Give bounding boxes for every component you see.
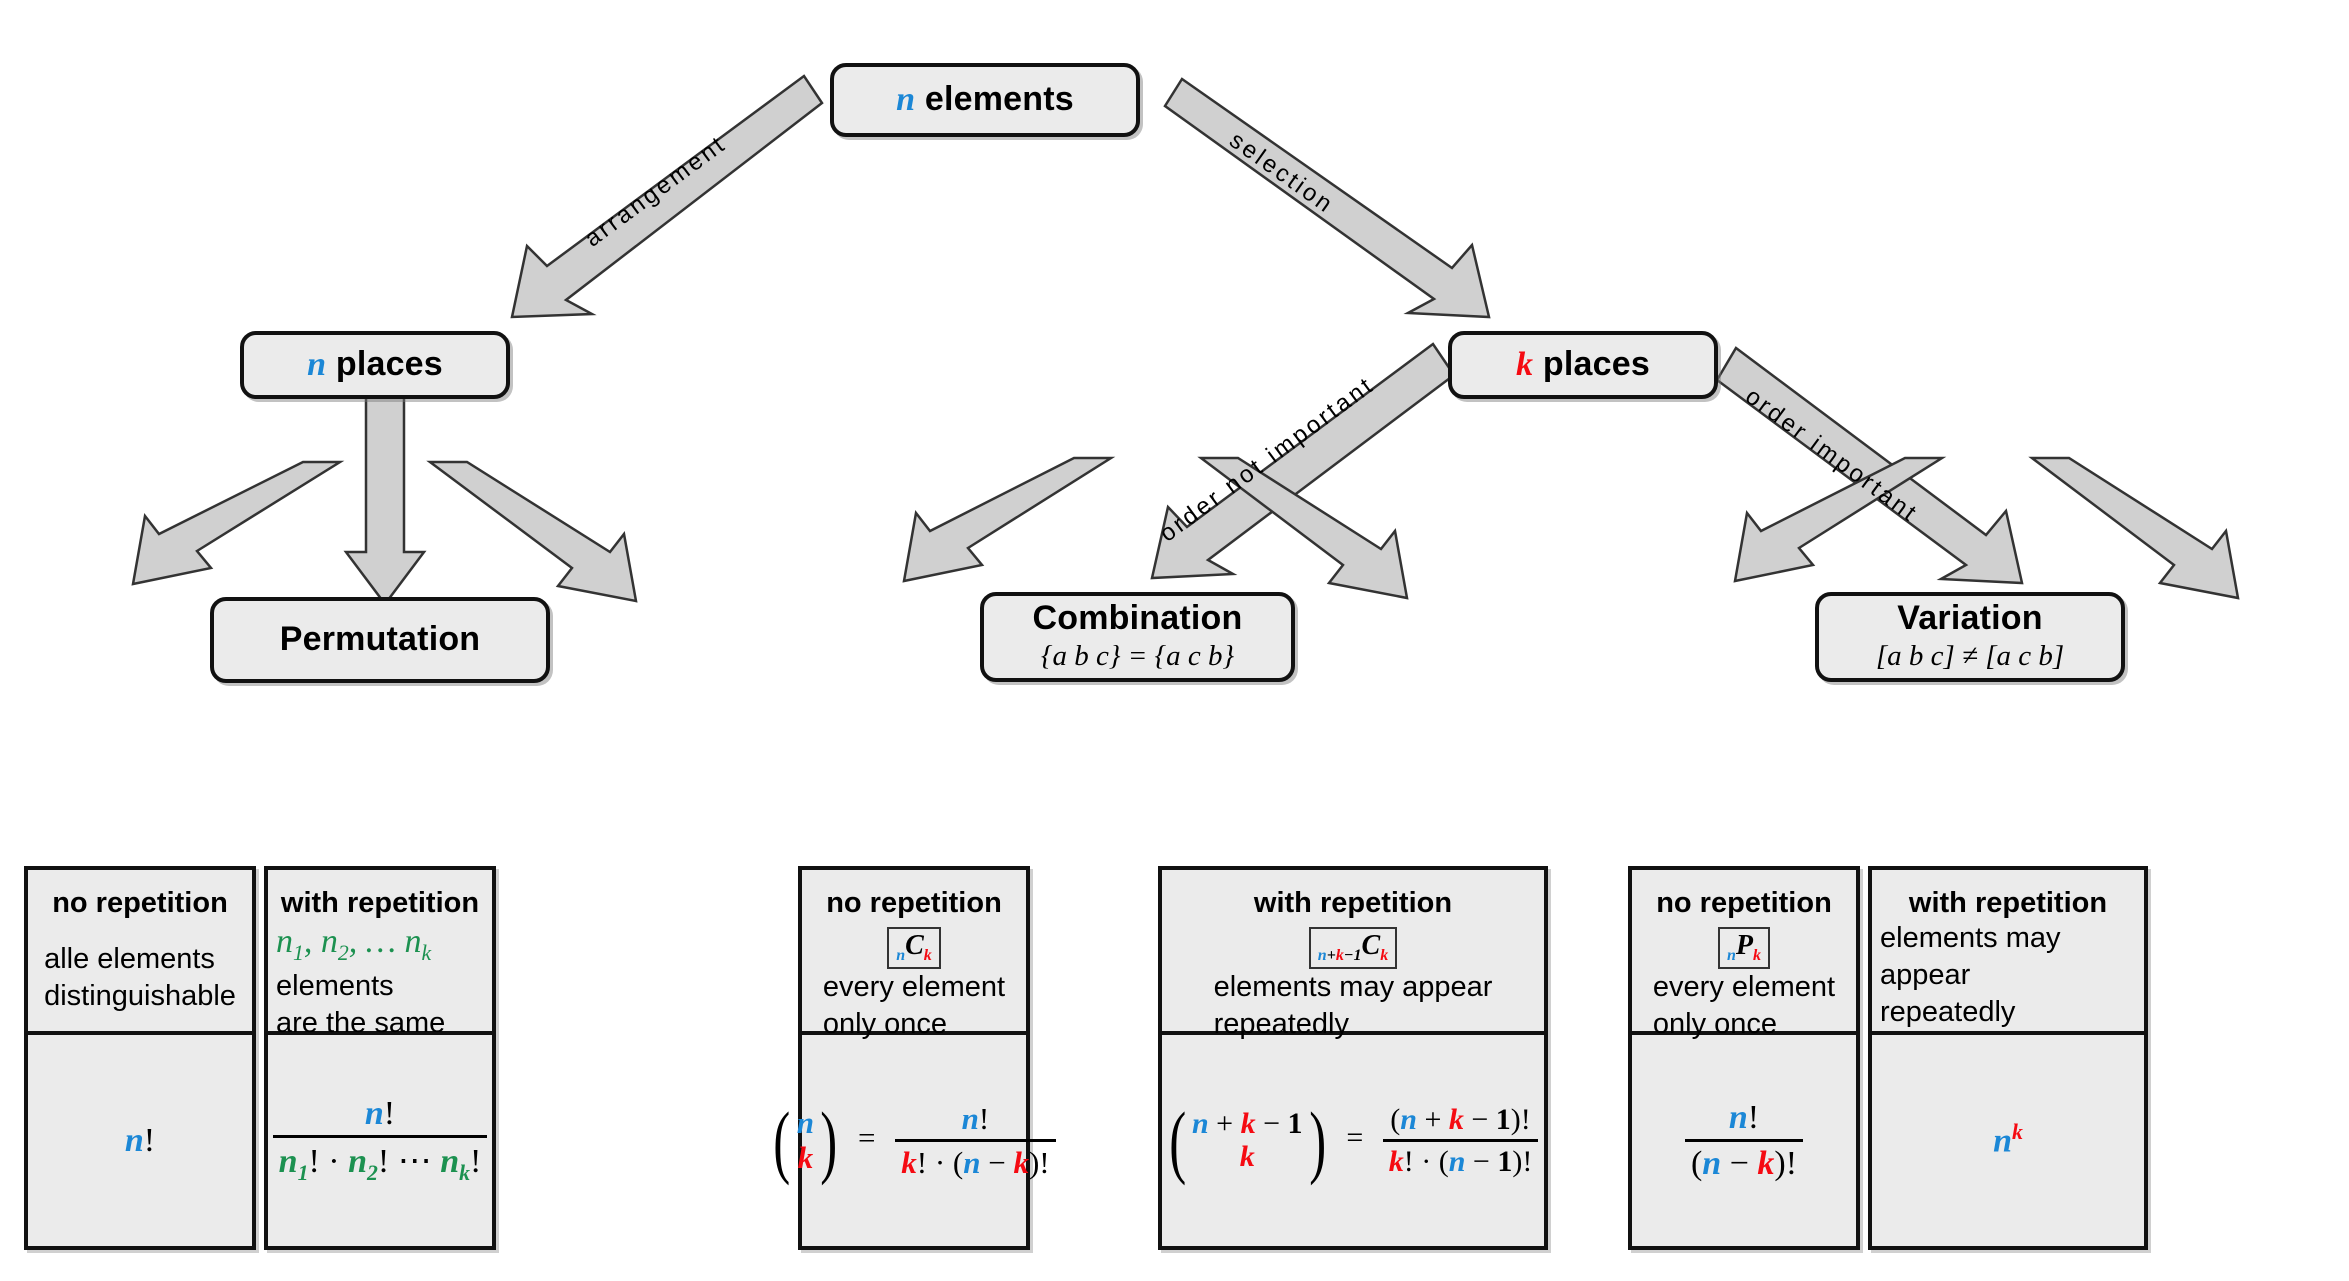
node-combination[interactable]: Combination {a b c} = {a c b} xyxy=(980,592,1295,682)
node-k-places-label: k places xyxy=(1516,345,1650,384)
symbol-nPk: nPk xyxy=(1717,926,1770,970)
leaf-formula-cell: n! xyxy=(28,1035,252,1246)
leaf-description: every element only once xyxy=(815,969,1013,1043)
leaf-description-line1: elements may appear xyxy=(1880,921,2061,991)
leaf-heading: with repetition xyxy=(1908,887,2108,919)
node-permutation[interactable]: Permutation xyxy=(210,597,550,683)
node-combination-example: {a b c} = {a c b} xyxy=(1040,639,1235,672)
node-n-elements[interactable]: n elements xyxy=(830,63,1140,137)
leaf-combination-with-repetition[interactable]: with repetition n+k−1Ck elements may app… xyxy=(1158,866,1548,1250)
leaf-permutation-no-repetition[interactable]: no repetition alle elements distinguisha… xyxy=(24,866,256,1250)
leaf-description: elements may appear repeatedly xyxy=(1206,969,1501,1043)
edge-label-selection: selection xyxy=(1224,126,1340,220)
leaf-heading: no repetition xyxy=(826,887,1002,919)
leaf-description-cell: with repetition n+k−1Ck elements may app… xyxy=(1162,870,1544,1040)
symbol-nCk: nCk xyxy=(887,926,941,970)
symbol-n-plus-k-minus-1-C-k: n+k−1Ck xyxy=(1308,926,1398,970)
node-k-places[interactable]: k places xyxy=(1448,331,1718,399)
leaf-variation-no-repetition[interactable]: no repetition nPk every element only onc… xyxy=(1628,866,1860,1250)
formula-falling-factorial: n! (n − k)! xyxy=(1681,1099,1807,1183)
leaf-description-line1: elements may appear xyxy=(1213,971,1493,1004)
leaf-description-symbols: n1, n2, … nk xyxy=(276,922,432,965)
node-permutation-title: Permutation xyxy=(279,620,481,659)
edge-label-order-not-important: order not important xyxy=(1154,371,1380,548)
formula-multiset-permutation: n! n1! · n2! ⋯ nk! xyxy=(269,1095,492,1186)
arrow-permutation-to-with-repetition xyxy=(426,460,638,603)
arrow-permutation-to-no-repetition xyxy=(131,460,345,586)
formula-n-factorial: n! xyxy=(124,1121,156,1159)
leaf-description-line2: repeatedly xyxy=(1213,1008,1349,1041)
edge-label-order-important: order important xyxy=(1740,382,1924,529)
arrow-k-places-to-combination xyxy=(1150,342,1456,580)
leaf-formula-cell: n! (n − k)! xyxy=(1632,1035,1856,1246)
node-n-places[interactable]: n places xyxy=(240,331,510,399)
leaf-description-cell: no repetition alle elements distinguisha… xyxy=(28,870,252,1035)
leaf-description-line1: alle elements xyxy=(44,942,215,975)
leaf-formula-cell: nk xyxy=(1872,1035,2144,1246)
leaf-description-line2: are the same xyxy=(276,1006,446,1039)
leaf-description-line1: every element xyxy=(822,971,1006,1004)
leaf-description-cell: with repetition elements may appear repe… xyxy=(1872,870,2144,1035)
arrow-variation-to-with-repetition xyxy=(2028,456,2240,600)
leaf-description: elements may appear repeatedly xyxy=(1872,920,2144,1031)
leaf-permutation-with-repetition[interactable]: with repetition n1, n2, … nk elements ar… xyxy=(264,866,496,1250)
node-variation-example: [a b c] ≠ [a c b] xyxy=(1875,639,2065,672)
leaf-description-cell: with repetition n1, n2, … nk elements ar… xyxy=(268,870,492,1039)
edge-label-arrangement: arrangement xyxy=(579,130,732,253)
leaf-formula-cell: n! n1! · n2! ⋯ nk! xyxy=(268,1035,492,1246)
leaf-heading: no repetition xyxy=(1656,887,1832,919)
formula-n-power-k: nk xyxy=(1993,1120,2023,1160)
node-variation-title: Variation xyxy=(1897,599,2043,638)
leaf-description-line2: repeatedly xyxy=(1880,996,2016,1029)
node-variation[interactable]: Variation [a b c] ≠ [a c b] xyxy=(1815,592,2125,682)
leaf-description-line1: every element xyxy=(1652,971,1836,1004)
node-n-elements-label: n elements xyxy=(896,80,1074,119)
leaf-heading: no repetition xyxy=(52,887,228,919)
leaf-description-cell: no repetition nPk every element only onc… xyxy=(1632,870,1856,1040)
arrow-combination-to-no-repetition xyxy=(902,456,1116,583)
arrow-n-places-to-permutation xyxy=(343,376,427,607)
leaf-description: every element only once xyxy=(1645,969,1843,1043)
leaf-heading: with repetition xyxy=(280,887,480,919)
leaf-description-line2: only once xyxy=(822,1008,948,1041)
leaf-description: alle elements distinguishable xyxy=(36,941,244,1015)
leaf-combination-no-repetition[interactable]: no repetition nCk every element only onc… xyxy=(774,866,1056,1250)
node-n-places-label: n places xyxy=(307,345,443,384)
leaf-variation-with-repetition[interactable]: with repetition elements may appear repe… xyxy=(1868,866,2148,1250)
leaf-description-cell: no repetition nCk every element only onc… xyxy=(802,870,1026,1040)
leaf-description-line2: distinguishable xyxy=(44,979,236,1012)
leaf-heading: with repetition xyxy=(1253,887,1453,919)
leaf-description-line2: only once xyxy=(1652,1008,1778,1041)
node-combination-title: Combination xyxy=(1032,599,1243,638)
leaf-description: n1, n2, … nk elements are the same xyxy=(276,922,446,1039)
